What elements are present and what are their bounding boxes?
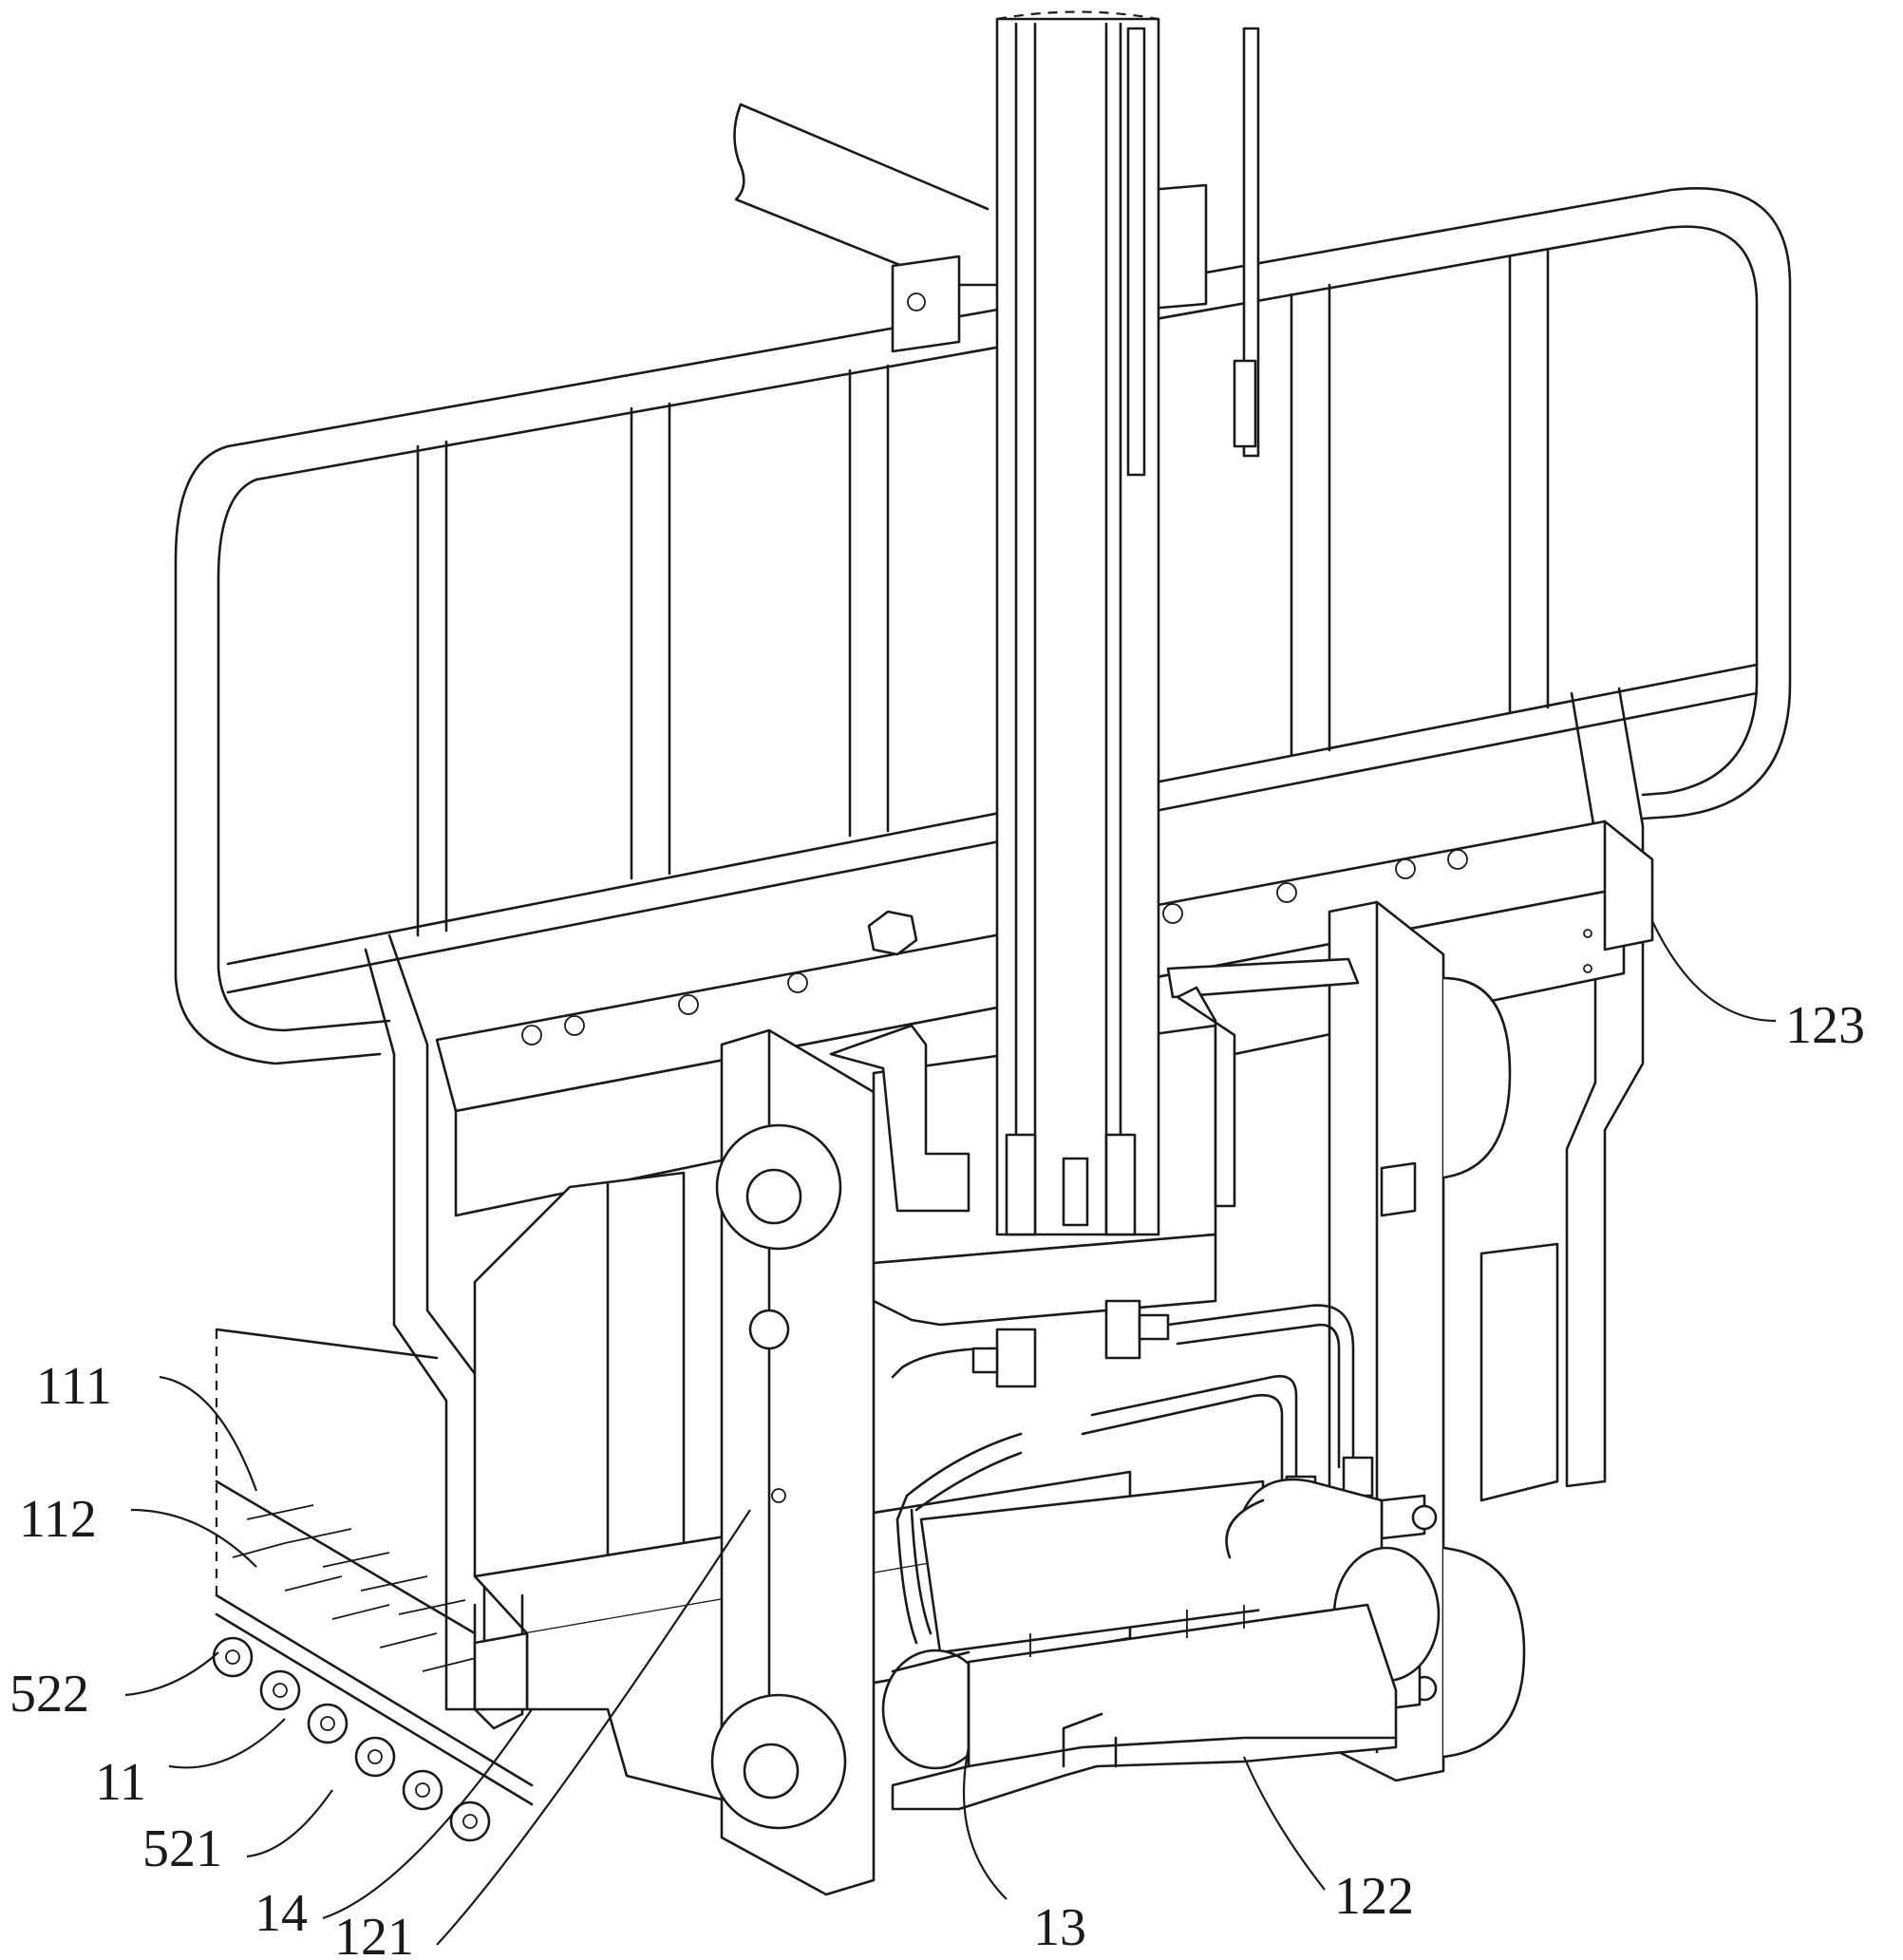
label-122: 122 [1334,1867,1414,1926]
label-112: 112 [19,1490,97,1549]
label-14: 14 [254,1884,308,1943]
label-522: 522 [9,1665,89,1724]
label-11: 11 [95,1753,146,1812]
lower-rail-platform [215,1328,534,1806]
left-guard-plate [364,933,486,1711]
hydraulic-pipes [891,1299,1438,1711]
left-roller-plate [710,1028,876,1896]
label-13: 13 [1033,1898,1086,1957]
bottom-bracket [891,1603,1398,1811]
guard-rail-frame [174,183,1792,1065]
leader-lines [124,920,1777,1946]
label-111: 111 [36,1357,112,1416]
label-123: 123 [1785,996,1865,1055]
label-121: 121 [334,1908,414,1960]
right-guard-plate [1565,687,1645,1488]
label-521: 521 [142,1819,222,1878]
reference-labels: 111 112 522 11 521 14 121 13 122 123 [9,996,1865,1960]
sprocket-chain [212,1636,491,1842]
clamp-jaws [829,957,1360,1213]
